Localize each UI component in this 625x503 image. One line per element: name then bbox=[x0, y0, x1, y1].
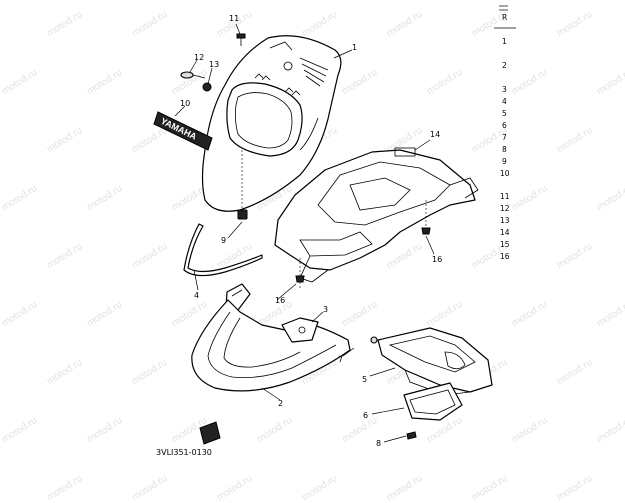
reference-row: 7 bbox=[502, 133, 507, 142]
watermark-text: motod.ru bbox=[300, 473, 340, 503]
watermark-text: motod.ru bbox=[470, 473, 510, 503]
callout-3: 3 bbox=[323, 305, 328, 314]
callout-6: 6 bbox=[363, 411, 368, 420]
grommet-part-13 bbox=[202, 82, 212, 92]
emblem-decal-part-10: YAMAHA bbox=[153, 111, 213, 151]
reference-column-header: R bbox=[502, 13, 507, 22]
reference-row: 8 bbox=[502, 145, 507, 154]
rear-guard-part-5 bbox=[370, 327, 493, 396]
reference-row: 16 bbox=[500, 252, 510, 261]
reference-row: 10 bbox=[500, 169, 510, 178]
callout-8: 8 bbox=[376, 439, 381, 448]
callout-5: 5 bbox=[362, 375, 367, 384]
callout-labels: 11 1 12 13 10 14 9 4 3 16 16 2 7 5 6 8 bbox=[180, 14, 442, 448]
lower-cover-part-2 bbox=[191, 299, 351, 392]
callout-9: 9 bbox=[221, 236, 226, 245]
callout-16-right: 16 bbox=[432, 255, 442, 264]
bolt-part-12 bbox=[180, 71, 206, 79]
reference-column: R 1 2 3 4 5 6 7 8 9 10 11 12 13 14 15 16 bbox=[494, 5, 516, 261]
callout-2: 2 bbox=[278, 399, 283, 408]
trim-strip-part-4 bbox=[183, 223, 263, 277]
screw-part-8 bbox=[406, 431, 417, 440]
callout-4: 4 bbox=[194, 291, 199, 300]
inner-panel-part-14 bbox=[274, 147, 479, 290]
callout-10: 10 bbox=[180, 99, 190, 108]
watermark-text: motod.ru bbox=[45, 473, 85, 503]
parts-diagram: YAMAHA bbox=[153, 5, 516, 457]
screw-part-16-right bbox=[421, 227, 431, 235]
reference-row: 11 bbox=[500, 192, 510, 201]
callout-12: 12 bbox=[194, 53, 204, 62]
screw-part-16-lower bbox=[295, 275, 305, 283]
callout-1: 1 bbox=[352, 43, 357, 52]
watermark-text: motod.ru bbox=[385, 473, 425, 503]
callout-14: 14 bbox=[430, 130, 440, 139]
reference-row: 15 bbox=[500, 240, 510, 249]
clip-part-9 bbox=[237, 209, 248, 220]
drawing-code: 3VLI351-0130 bbox=[156, 448, 212, 457]
reference-row: 13 bbox=[500, 216, 510, 225]
callout-7: 7 bbox=[338, 355, 343, 364]
leader-lines bbox=[174, 23, 435, 443]
front-cover-part bbox=[201, 35, 342, 212]
small-label-part bbox=[199, 421, 221, 445]
reference-row: 14 bbox=[500, 228, 510, 237]
callout-13: 13 bbox=[209, 60, 219, 69]
watermark-text: motod.ru bbox=[130, 473, 170, 503]
screw-part-11 bbox=[236, 33, 246, 46]
reference-row: 2 bbox=[502, 61, 507, 70]
reference-row: 12 bbox=[500, 204, 510, 213]
callout-11: 11 bbox=[229, 14, 239, 23]
reference-row: 5 bbox=[502, 109, 507, 118]
plate-part-6 bbox=[403, 382, 463, 421]
reference-row: 6 bbox=[502, 121, 507, 130]
reference-row: 9 bbox=[502, 157, 507, 166]
watermark-text: motod.ru bbox=[215, 473, 255, 503]
reference-row: 1 bbox=[502, 37, 507, 46]
reference-row: 3 bbox=[502, 85, 507, 94]
watermark-text: motod.ru bbox=[555, 473, 595, 503]
reference-row: 4 bbox=[502, 97, 507, 106]
callout-16-lower: 16 bbox=[275, 296, 285, 305]
